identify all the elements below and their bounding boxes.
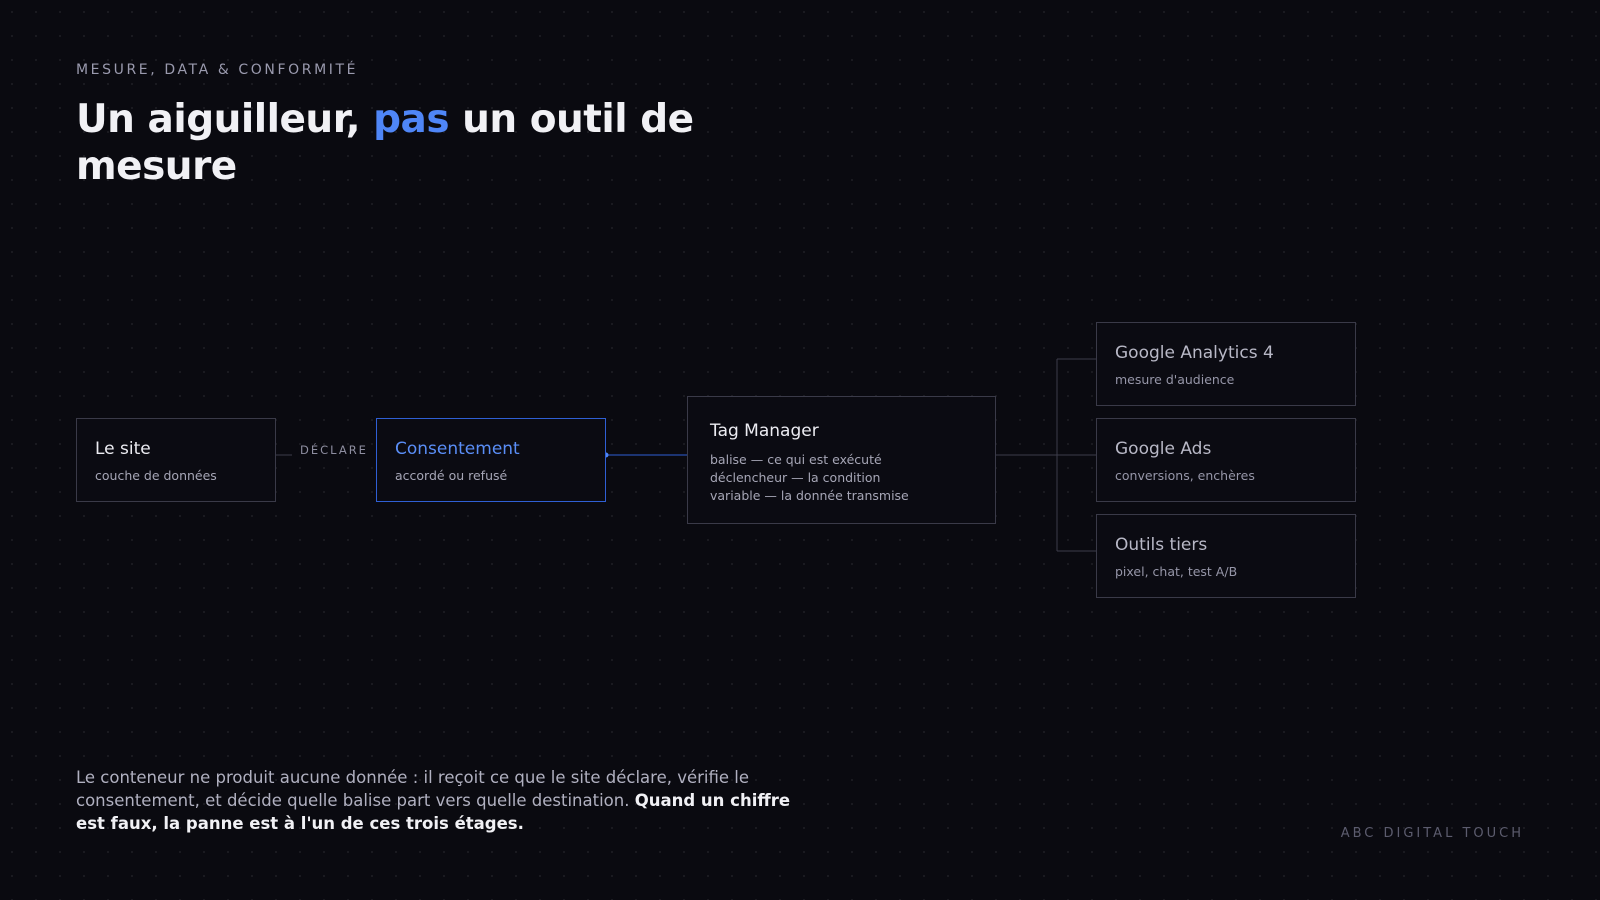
node-dest-google-ads-title: Google Ads: [1115, 439, 1212, 459]
footnote-text: Le conteneur ne produit aucune donnée : …: [76, 768, 750, 810]
eyebrow-label: MESURE, DATA & CONFORMITÉ: [76, 62, 359, 78]
title-part-1: Un aiguilleur,: [76, 97, 374, 142]
node-dest-google-ads-subtitle: conversions, enchères: [1115, 468, 1255, 483]
node-dest-google-ads: Google Ads conversions, enchères: [1096, 418, 1356, 502]
node-dest-outils-tiers: Outils tiers pixel, chat, test A/B: [1096, 514, 1356, 598]
node-tag-manager-title: Tag Manager: [710, 421, 819, 441]
node-dest-ga4-subtitle: mesure d'audience: [1115, 372, 1235, 387]
node-consent: Consentement accordé ou refusé: [376, 418, 606, 502]
footnote: Le conteneur ne produit aucune donnée : …: [76, 766, 796, 835]
tag-manager-line-balise: balise — ce qui est exécuté: [710, 452, 882, 467]
node-consent-title: Consentement: [395, 439, 520, 459]
node-dest-outils-tiers-subtitle: pixel, chat, test A/B: [1115, 564, 1238, 579]
node-site-title: Le site: [95, 439, 151, 459]
node-tag-manager-lines: balise — ce qui est exécuté déclencheur …: [710, 451, 977, 505]
node-site: Le site couche de données: [76, 418, 276, 502]
footnote-emphasis: Quand un chiffre est faux, la panne est …: [76, 791, 791, 833]
tag-manager-line-declencheur: déclencheur — la condition: [710, 470, 881, 485]
page-title: Un aiguilleur, pas un outil de mesure: [76, 96, 716, 190]
node-dest-ga4-title: Google Analytics 4: [1115, 343, 1274, 363]
title-accent: pas: [373, 97, 450, 142]
node-consent-subtitle: accordé ou refusé: [395, 468, 508, 483]
brand-footer: ABC DIGITAL TOUCH: [1340, 826, 1524, 841]
node-dest-ga4: Google Analytics 4 mesure d'audience: [1096, 322, 1356, 406]
node-site-subtitle: couche de données: [95, 468, 217, 483]
edge-label-declare: DÉCLARE: [300, 443, 368, 457]
node-tag-manager: Tag Manager balise — ce qui est exécuté …: [687, 396, 996, 524]
tag-manager-line-variable: variable — la donnée transmise: [710, 488, 909, 503]
node-dest-outils-tiers-title: Outils tiers: [1115, 535, 1208, 555]
title-part-2: un outil de mesure: [76, 97, 694, 189]
